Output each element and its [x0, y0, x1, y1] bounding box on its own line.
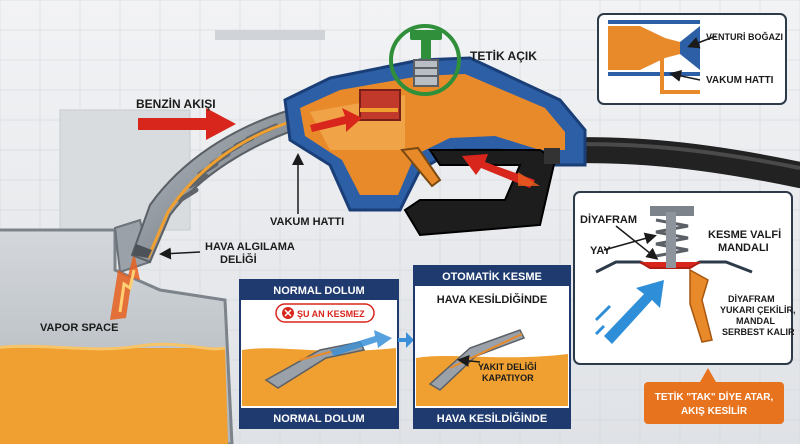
return-flow-arrow	[462, 154, 535, 188]
vapor-flow	[110, 252, 140, 320]
kesme-valfi-label-1: KESME VALFİ	[708, 228, 781, 241]
diaphragm-panel: DİYAFRAM YAY KESME VALFİ MANDALI DİYAFRA…	[573, 191, 796, 365]
normal-dolum-panel: NORMAL DOLUM ŞU AN KESMEZ NORMAL DOLUM	[239, 279, 399, 429]
latch	[689, 268, 713, 343]
otomatik-kesme-panel: OTOMATİK KESME HAVA KESİLDİĞİNDE YAKIT D…	[413, 265, 571, 429]
yay-label: YAY	[590, 245, 611, 257]
label-hava-algilama-2: DELİĞİ	[220, 253, 257, 266]
diaphragm-note-3: MANDAL	[736, 316, 775, 326]
diaphragm-note-2: YUKARI ÇEKİLİR,	[720, 305, 796, 315]
panel-transition-arrow	[398, 332, 414, 348]
label-hava-algilama-1: HAVA ALGILAMA	[205, 241, 295, 253]
normal-panel-badge: ŞU AN KESMEZ	[297, 309, 365, 319]
green-highlight-ring	[389, 24, 461, 96]
trigger-callout: TETİK "TAK" DİYE ATAR, AKIŞ KESİLİR	[644, 368, 784, 424]
auto-panel-header: OTOMATİK KESME	[442, 270, 542, 283]
diyafram-label: DİYAFRAM	[580, 213, 637, 226]
flow-arrow-inside	[310, 108, 362, 132]
venturi-throat-label: VENTURİ BOĞAZI	[706, 31, 783, 42]
normal-panel-footer: NORMAL DOLUM	[273, 413, 364, 425]
normal-panel-header: NORMAL DOLUM	[273, 285, 364, 297]
label-vapor-space: VAPOR SPACE	[40, 322, 118, 334]
label-benzin-akisi: BENZİN AKIŞI	[136, 96, 216, 111]
diaphragm-up-arrow	[604, 280, 664, 344]
vacuum-line-tube	[146, 120, 291, 259]
fuel-tank	[0, 218, 234, 444]
kesme-valfi-label-2: MANDALI	[718, 242, 769, 254]
benzin-akisi-arrow	[138, 108, 236, 140]
background-light-bar	[215, 30, 325, 40]
diaphragm-note-1: DİYAFRAM	[728, 294, 775, 304]
auto-panel-subheader: HAVA KESİLDİĞİNDE	[437, 293, 547, 306]
callout-line-1: TETİK "TAK" DİYE ATAR,	[655, 390, 774, 403]
diaphragm-note-4: SERBEST KALIR	[722, 327, 795, 337]
nozzle-spout	[130, 108, 302, 264]
label-vakum-hatti: VAKUM HATTI	[270, 216, 344, 228]
trigger-lever	[400, 146, 442, 188]
auto-panel-footer: HAVA KESİLDİĞİNDE	[437, 412, 547, 425]
venturi-inset: VENTURİ BOĞAZI VAKUM HATTI	[597, 13, 787, 105]
spring	[655, 218, 689, 258]
callout-line-2: AKIŞ KESİLİR	[681, 404, 748, 417]
label-tetik-acik: TETİK AÇIK	[470, 48, 537, 63]
auto-panel-note-1: YAKIT DELİĞİ	[478, 361, 537, 372]
auto-panel-note-2: KAPATIYOR	[482, 373, 534, 383]
main-valve	[359, 89, 401, 121]
venturi-vacuum-label: VAKUM HATTI	[706, 75, 774, 86]
trigger-guard	[400, 146, 560, 237]
fuel-level	[0, 348, 228, 444]
trigger-valve	[389, 24, 461, 96]
